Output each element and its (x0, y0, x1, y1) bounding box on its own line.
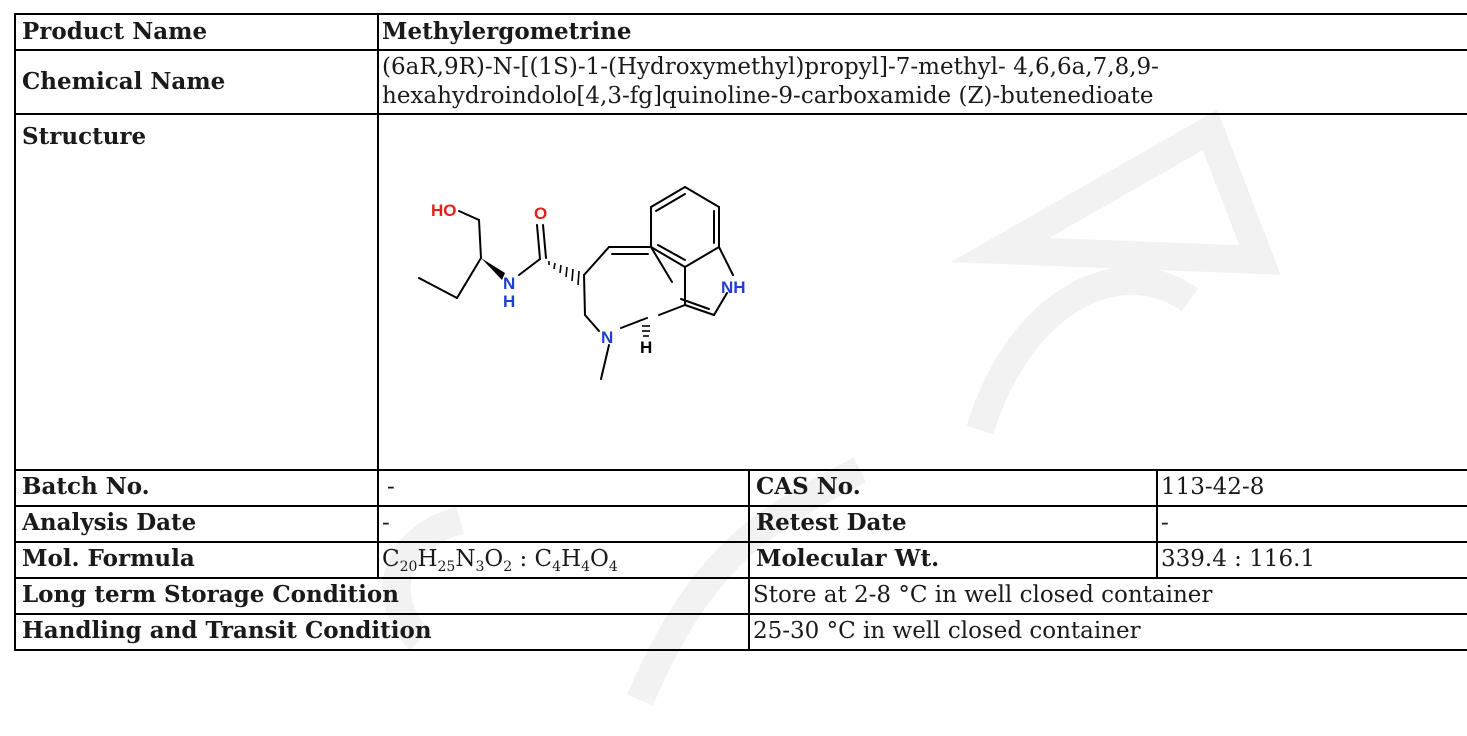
row-batch-cas: Batch No. - CAS No. 113-42-8 (14, 468, 1467, 507)
formula-el: C (382, 546, 400, 573)
formula-el: C (534, 546, 553, 573)
formula-el: O (484, 546, 504, 573)
formula-count: 20 (399, 559, 418, 576)
formula-count: 4 (552, 559, 562, 576)
storage-value: Store at 2-8 °C in well closed container (748, 576, 1467, 615)
molecular-weight-label: Molecular Wt. (748, 540, 1158, 579)
cas-no-value: 113-42-8 (1156, 468, 1467, 507)
mol-formula-label: Mol. Formula (14, 540, 379, 579)
structure-cell: HO O N H NH N H (377, 113, 1467, 471)
structure-bonds (418, 186, 734, 380)
structure-label: Structure (14, 113, 379, 471)
formula-el: N (455, 546, 476, 573)
formula-count: 25 (437, 559, 456, 576)
atom-o-label: O (534, 204, 547, 223)
wedge-bond-1 (481, 258, 505, 280)
product-name-label: Product Name (14, 13, 379, 51)
retest-date-label: Retest Date (748, 504, 1158, 543)
formula-count: 3 (475, 559, 485, 576)
formula-separator: : (512, 546, 535, 573)
row-structure: Structure (14, 113, 1467, 471)
formula-el: O (590, 546, 609, 573)
formula-count: 2 (503, 559, 513, 576)
analysis-date-label: Analysis Date (14, 504, 379, 543)
handling-value: 25-30 °C in well closed container (748, 612, 1467, 651)
structure-diagram: HO O N H NH N H (418, 186, 746, 380)
storage-label: Long term Storage Condition (14, 576, 750, 615)
product-name-value: Methylergometrine (377, 13, 1467, 51)
atom-ho-label: HO (431, 201, 457, 220)
formula-count: 4 (581, 559, 591, 576)
chemical-name-line-1: (6aR,9R)-N-[(1S)-1-(Hydroxymethyl)propyl… (382, 54, 1159, 81)
chemical-name-value: (6aR,9R)-N-[(1S)-1-(Hydroxymethyl)propyl… (377, 49, 1467, 115)
batch-no-label: Batch No. (14, 468, 379, 507)
retest-date-value: - (1156, 504, 1467, 543)
molecular-weight-value: 339.4 : 116.1 (1156, 540, 1467, 579)
chemical-name-line-2: hexahydroindolo[4,3-fg]quinoline-9-carbo… (382, 83, 1154, 109)
atom-h-ring-label: H (640, 338, 652, 357)
mol-formula-value: C20H25N3O2 : C4H4O4 (377, 540, 750, 579)
batch-no-value: - (377, 468, 750, 507)
hashed-bond-h (642, 325, 650, 337)
atom-nh-label: NH (721, 278, 746, 297)
formula-count: 4 (608, 559, 618, 576)
atom-n-ring-label: N (601, 328, 613, 347)
row-analysis-retest: Analysis Date - Retest Date - (14, 504, 1467, 543)
formula-el: H (417, 546, 438, 573)
analysis-date-value: - (377, 504, 750, 543)
row-chemical-name: Chemical Name (6aR,9R)-N-[(1S)-1-(Hydrox… (14, 49, 1467, 115)
row-storage: Long term Storage Condition Store at 2-8… (14, 576, 1467, 615)
cas-no-label: CAS No. (748, 468, 1158, 507)
atom-n-amide-label: N (503, 274, 515, 293)
atom-h-amide-label: H (503, 292, 515, 311)
hashed-bond-amide (548, 261, 580, 286)
row-product-name: Product Name Methylergometrine (14, 13, 1467, 51)
row-formula-weight: Mol. Formula C20H25N3O2 : C4H4O4 Molecul… (14, 540, 1467, 579)
formula-el: H (561, 546, 582, 573)
handling-label: Handling and Transit Condition (14, 612, 750, 651)
row-handling: Handling and Transit Condition 25-30 °C … (14, 612, 1467, 651)
coa-table: Product Name Methylergometrine Chemical … (14, 13, 1467, 651)
chemical-name-label: Chemical Name (14, 49, 379, 115)
